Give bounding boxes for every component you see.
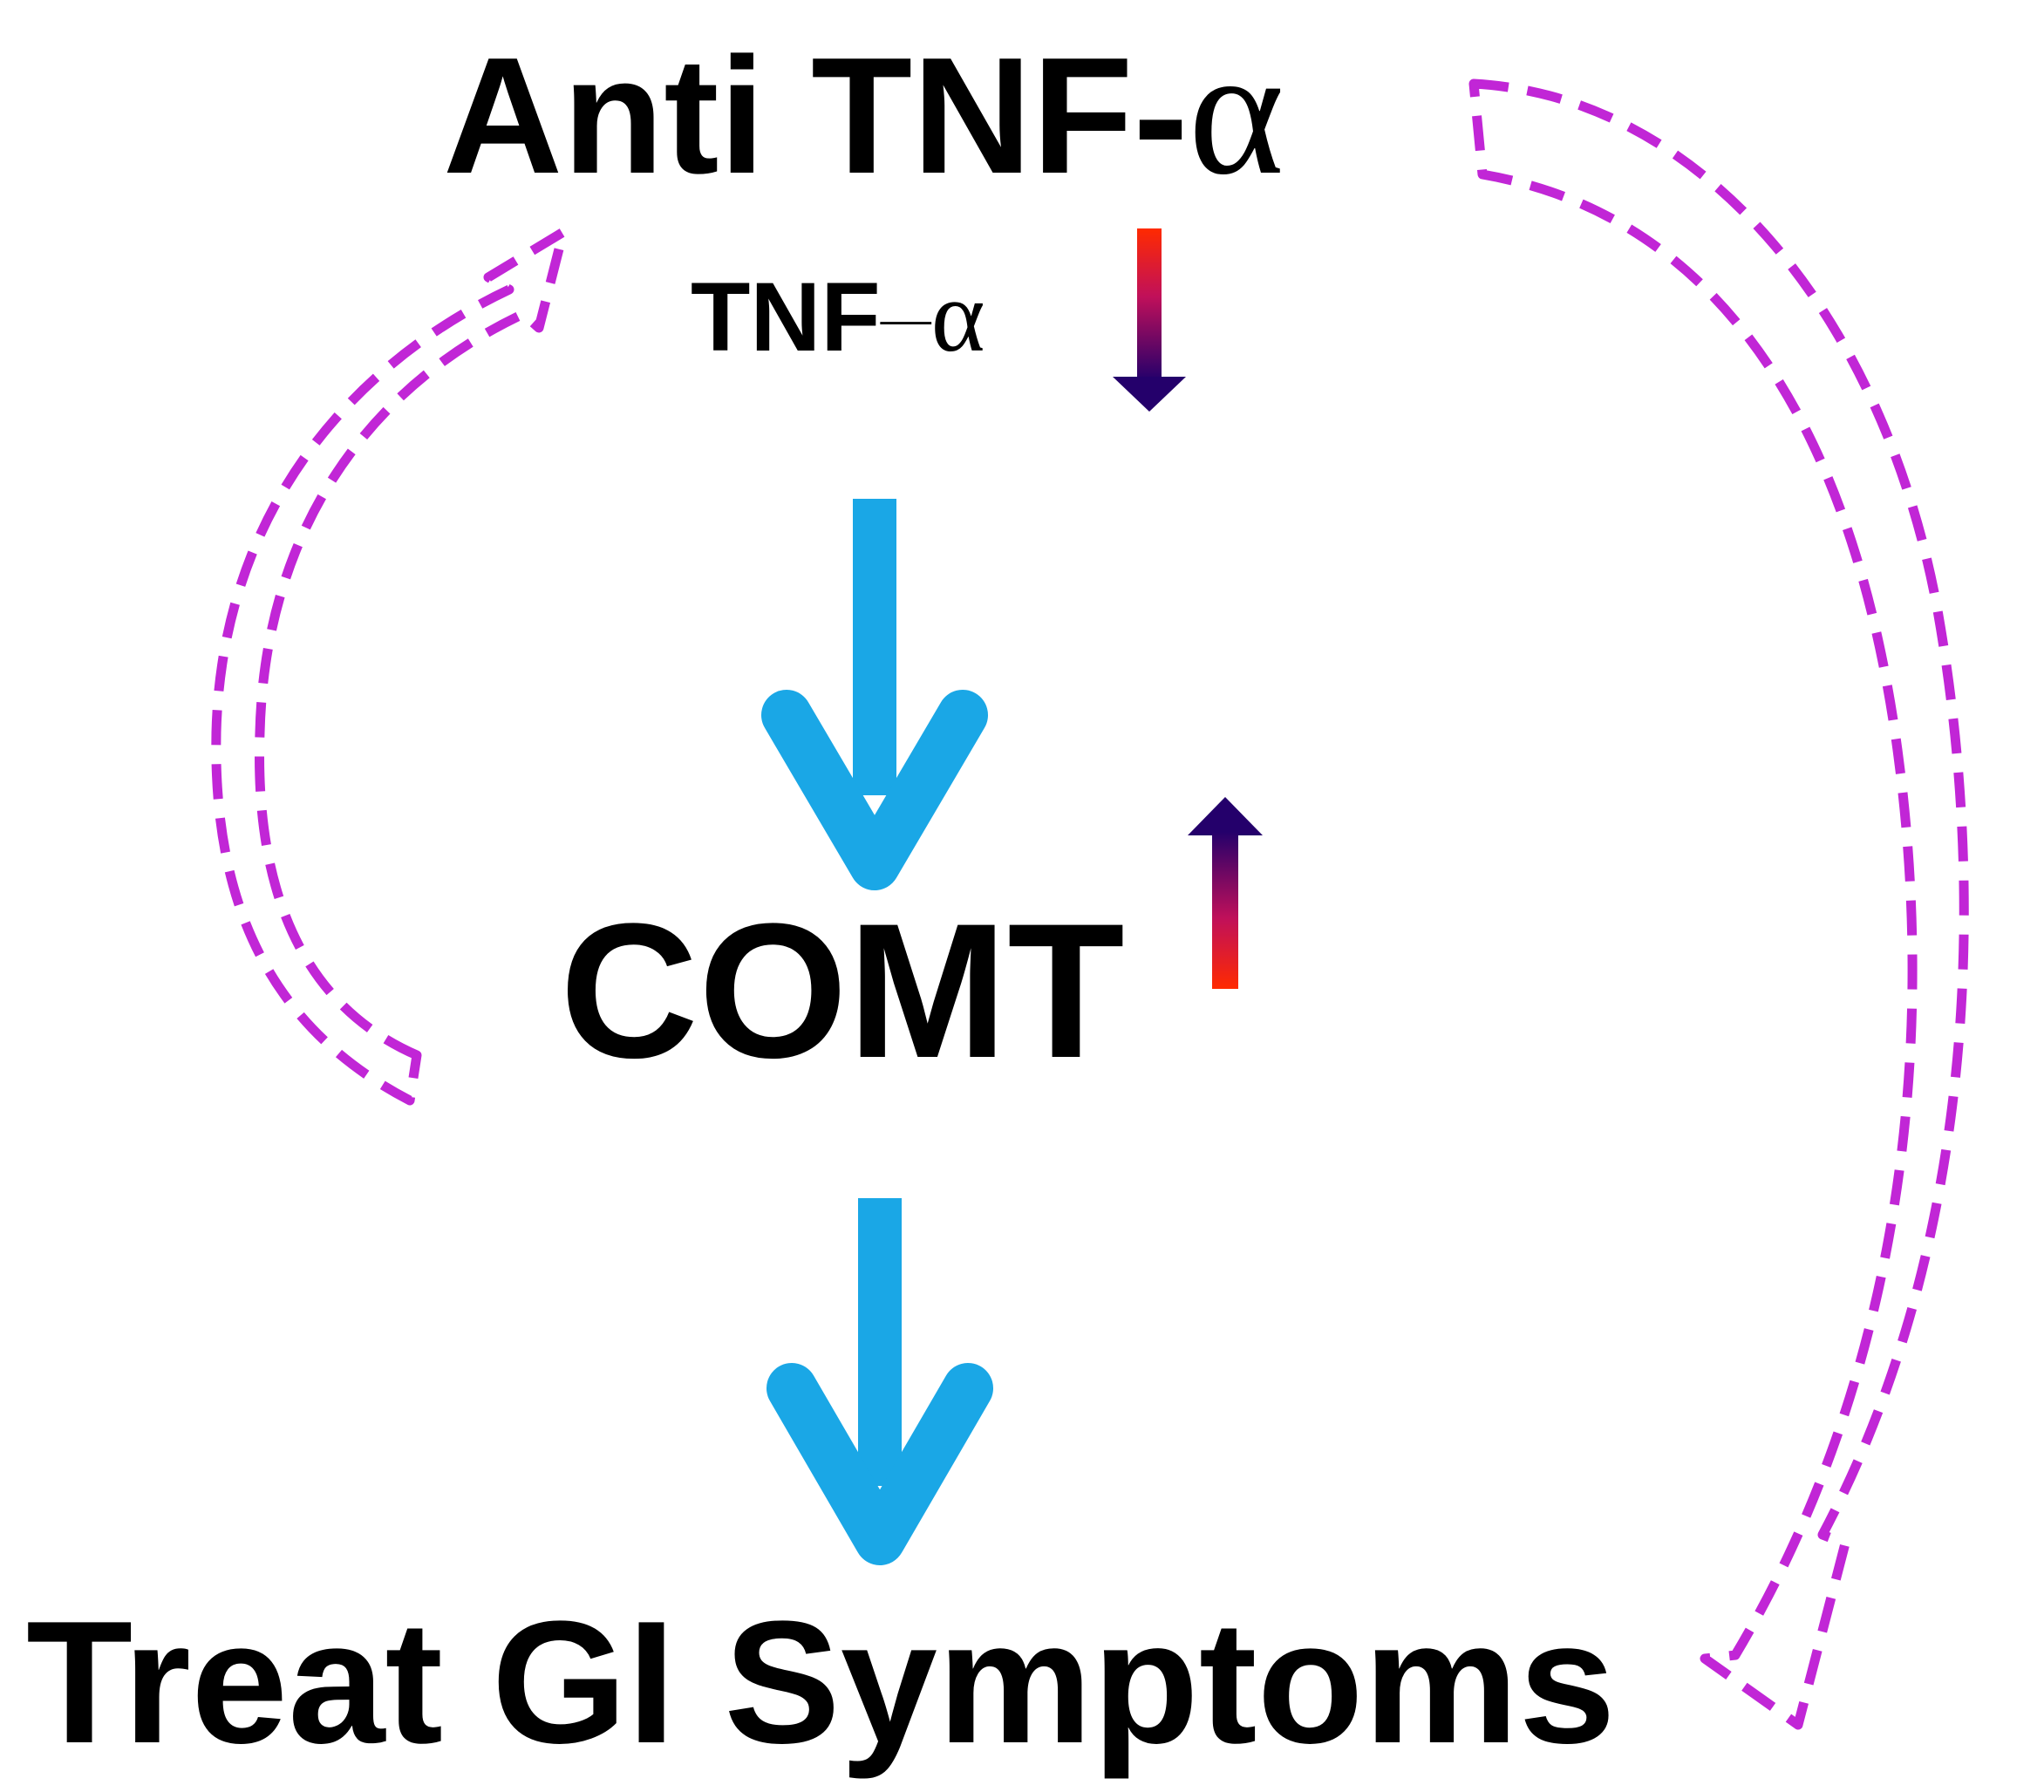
- anti-tnf-greek: α: [1189, 10, 1284, 213]
- tnf-prefix: TNF: [691, 262, 881, 371]
- feedback-arrow-anti-tnf-to-treat-icon: [1468, 78, 1969, 1730]
- treat-gi-symptoms-label: Treat GI Symptoms: [26, 1585, 1616, 1780]
- tnf-greek: α: [931, 259, 985, 373]
- flow-arrow-to-treat-icon: [766, 1198, 993, 1565]
- comt-label: COMT: [560, 883, 1125, 1098]
- tnf-alpha-label: TNF—α: [691, 259, 985, 373]
- anti-tnf-alpha-label: Anti TNF-α: [443, 10, 1284, 213]
- comt-increase-arrow-icon: [1188, 797, 1263, 989]
- flow-arrow-to-comt-icon: [761, 499, 988, 890]
- anti-tnf-prefix: Anti TNF-: [443, 24, 1189, 208]
- feedback-arrow-comt-to-tnf-icon: [211, 227, 569, 1106]
- tnf-dash: —: [880, 290, 932, 346]
- tnf-decrease-arrow-icon: [1113, 228, 1186, 412]
